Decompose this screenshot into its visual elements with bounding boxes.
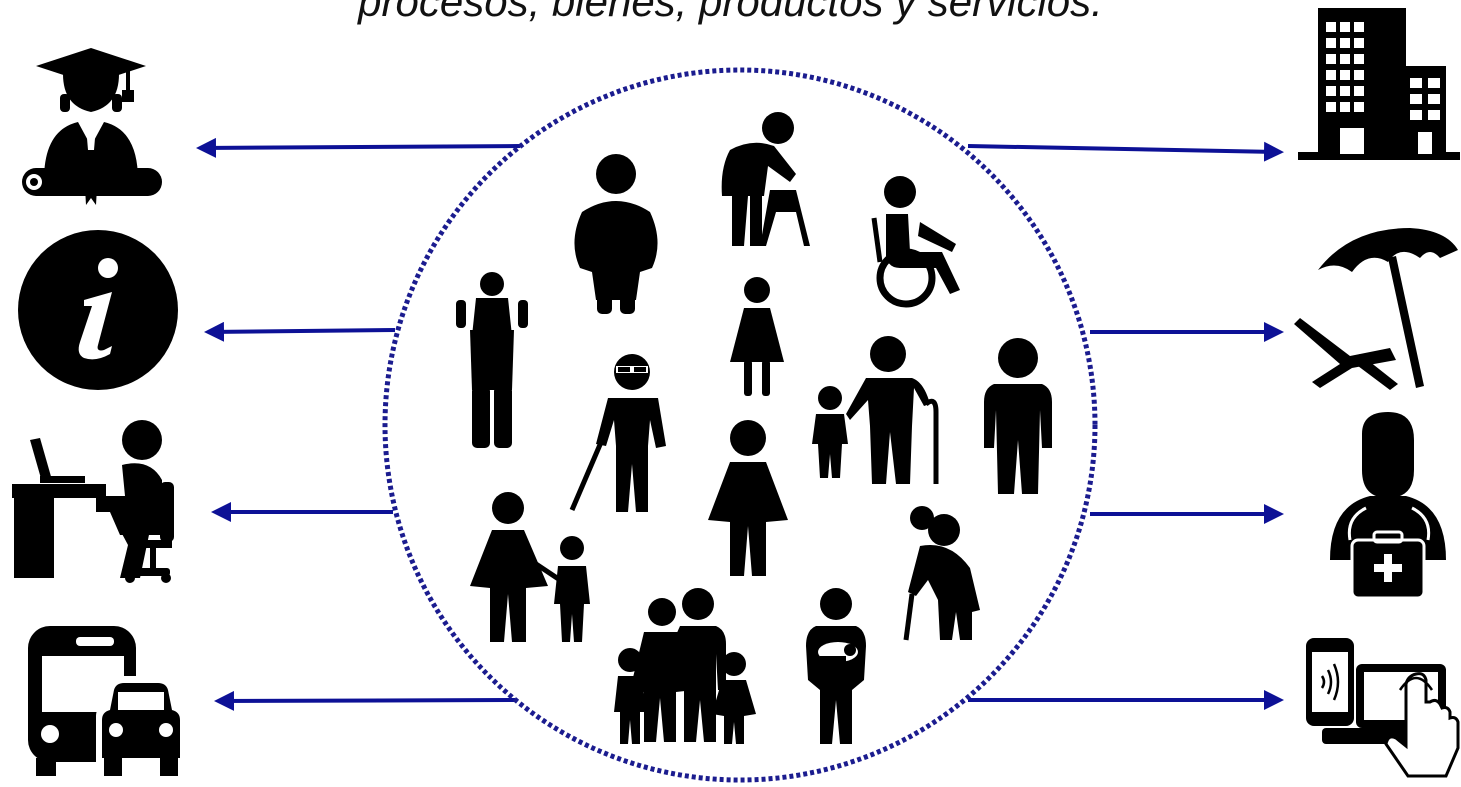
population-circle <box>382 67 1098 783</box>
parent-holding-baby-icon <box>806 588 866 744</box>
elderly-woman-cane-icon <box>903 506 980 641</box>
arrow-to-information <box>204 321 396 342</box>
wheelchair-user-icon <box>871 176 960 308</box>
arrows <box>196 137 1284 711</box>
graduate-icon <box>22 48 162 205</box>
obese-person-icon <box>574 154 658 314</box>
transport-icon <box>28 626 186 776</box>
elderly-walker-icon <box>721 112 810 246</box>
family-group-icon <box>614 588 756 744</box>
mobile-technology-icon <box>1306 638 1460 778</box>
child-with-elder-icon <box>812 336 939 484</box>
office-worker-icon <box>12 420 174 583</box>
buildings-icon <box>1298 8 1460 160</box>
mother-with-child-icon <box>470 492 590 642</box>
arrow-to-transport <box>214 690 516 711</box>
man-icon <box>984 338 1052 494</box>
arrow-to-buildings <box>967 141 1284 162</box>
woman-icon <box>708 420 788 576</box>
arrow-to-education <box>196 137 521 158</box>
parent-carrying-child-icon <box>456 272 528 448</box>
information-icon <box>18 230 178 390</box>
beach-leisure-icon <box>1294 228 1458 390</box>
girl-icon <box>730 277 784 396</box>
doctor-health-icon <box>1330 412 1446 600</box>
caption: procesos, bienes, productos y servicios. <box>358 0 1103 25</box>
blind-person-cane-icon <box>569 354 666 512</box>
